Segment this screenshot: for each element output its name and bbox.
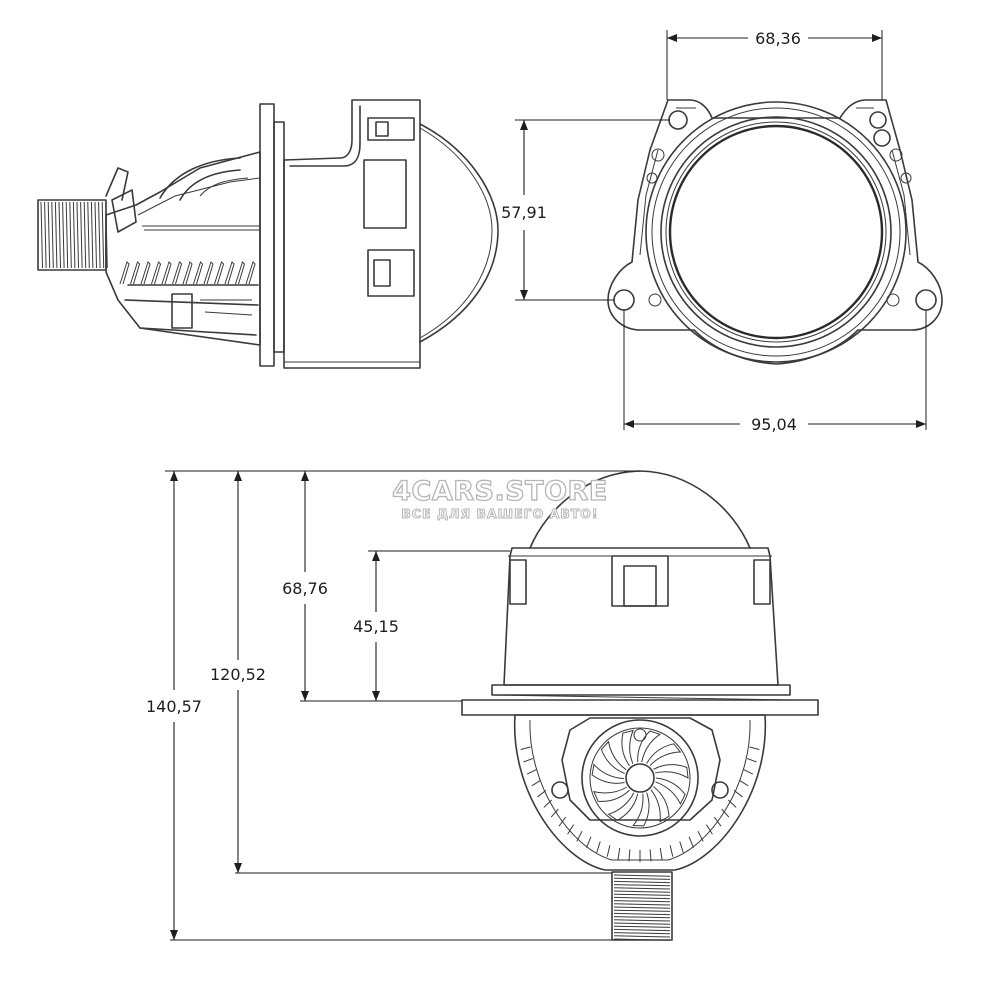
connector-threads [40, 201, 108, 269]
bottom-view [461, 470, 819, 941]
dim-top-width: 68,36 [755, 29, 801, 48]
watermark-brand: 4CARS.STORE [392, 476, 608, 507]
watermark-slogan: ВСЕ ДЛЯ ВАШЕГО АВТО! [401, 506, 598, 521]
heatsink-rim-fins [520, 746, 760, 862]
side-view [37, 99, 499, 369]
dim-height-3: 120,52 [210, 665, 266, 684]
front-view [607, 99, 943, 365]
dim-bottom-width: 95,04 [751, 415, 797, 434]
dim-front-height: 57,91 [501, 203, 547, 222]
dimension-lines: 68,36 57,91 95,04 68,76 45,15 120,52 [146, 29, 927, 941]
cooling-fan [551, 717, 729, 837]
connector-threads-bottom [613, 874, 671, 941]
dim-height-1: 68,76 [282, 579, 328, 598]
dim-height-4: 140,57 [146, 697, 202, 716]
dim-height-2: 45,15 [353, 617, 399, 636]
heatsink-fins [119, 261, 256, 285]
watermark: 4CARS.STORE ВСЕ ДЛЯ ВАШЕГО АВТО! [392, 475, 608, 521]
